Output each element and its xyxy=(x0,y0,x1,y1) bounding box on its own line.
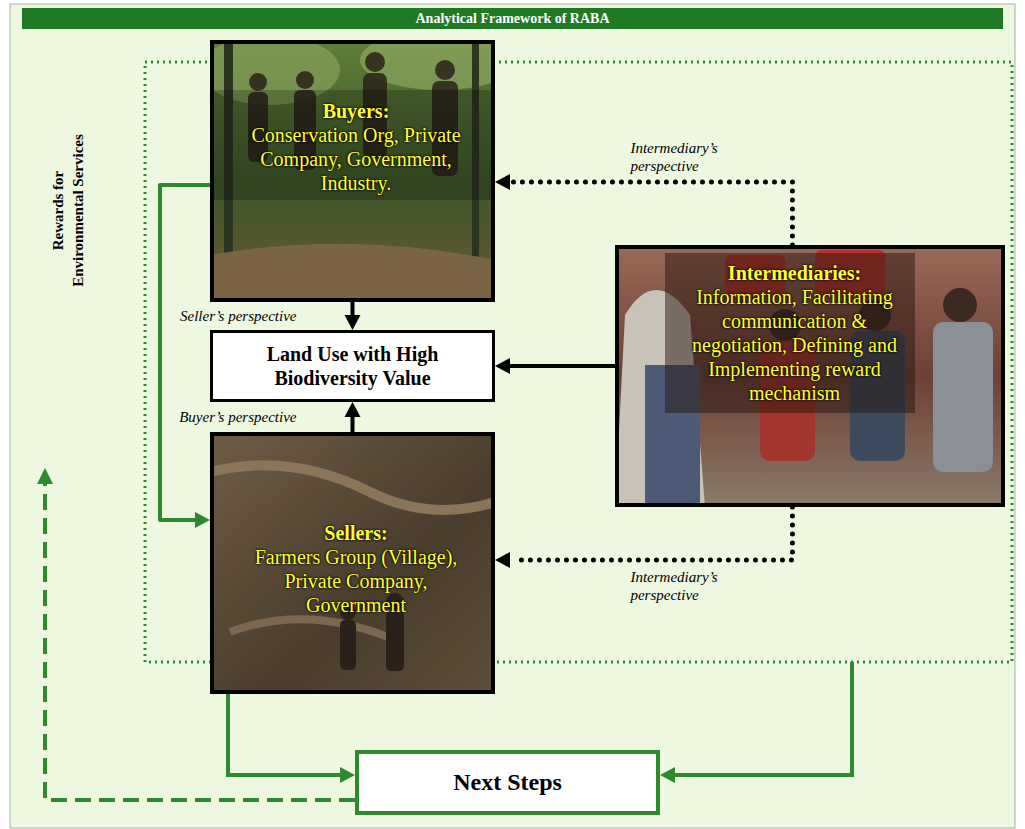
photo-shape xyxy=(249,73,267,91)
node-text: Next Steps xyxy=(367,768,648,797)
photo-shade xyxy=(665,253,915,413)
photo-shape xyxy=(943,288,977,322)
node-heading: Sellers: xyxy=(241,521,471,545)
room-ground xyxy=(615,245,1005,507)
dotted-arrow xyxy=(495,174,792,245)
node-body: Conservation Org, Private Company, Gover… xyxy=(231,123,481,195)
intermediaries-box: Intermediaries:Information, Facilitating… xyxy=(615,245,1005,507)
solid-arrow xyxy=(345,402,361,432)
node-heading: Buyers: xyxy=(231,99,481,123)
green-arrow xyxy=(160,185,210,528)
edge-label: Intermediary’s perspective xyxy=(630,568,740,604)
outer-panel xyxy=(10,4,1015,828)
node-body: Farmers Group (Village), Private Company… xyxy=(241,545,471,617)
village-ground xyxy=(210,432,495,694)
solid-arrow xyxy=(495,358,615,374)
photo-shape xyxy=(340,620,356,670)
arrowhead xyxy=(495,358,510,374)
edge-label: Seller’s perspective xyxy=(180,307,297,325)
green-arrowhead xyxy=(660,767,675,783)
node-content: Land Use with High Biodiversity Value xyxy=(221,342,484,390)
photo-shade xyxy=(210,90,495,200)
next-steps-box: Next Steps xyxy=(355,750,660,815)
node-content: Sellers:Farmers Group (Village), Private… xyxy=(241,521,471,617)
solid-arrow xyxy=(345,302,361,330)
forest-photo xyxy=(210,40,495,302)
buyers-box: Buyers:Conservation Org, Private Company… xyxy=(210,40,495,302)
arrowhead xyxy=(495,552,510,568)
photo-shape xyxy=(933,322,993,472)
connector-line xyxy=(507,364,615,368)
arrowhead xyxy=(195,512,210,528)
edge-label: Buyer’s perspective xyxy=(179,408,296,426)
photo-shape xyxy=(435,60,455,80)
edge-label: Intermediary’s perspective xyxy=(630,139,740,175)
connector-line xyxy=(513,507,792,560)
green-line xyxy=(672,662,852,775)
connector-line xyxy=(160,185,210,520)
node-content: Intermediaries:Information, Facilitating… xyxy=(677,261,912,405)
arrowhead xyxy=(345,315,361,330)
node-text: Land Use with High Biodiversity Value xyxy=(221,342,484,390)
dashed-arrowhead xyxy=(37,468,53,484)
title-bar: Analytical Framework of RABA xyxy=(22,8,1003,29)
node-content: Buyers:Conservation Org, Private Company… xyxy=(231,99,481,195)
sellers-box: Sellers:Farmers Group (Village), Private… xyxy=(210,432,495,694)
node-heading: Intermediaries: xyxy=(677,261,912,285)
green-arrowhead xyxy=(340,767,355,783)
side-label: Rewards for Environmental Services xyxy=(49,122,88,298)
forest-path xyxy=(210,244,495,302)
photo-shape xyxy=(296,71,314,89)
tree-root xyxy=(210,465,495,510)
photo-shape xyxy=(386,611,404,671)
node-content: Next Steps xyxy=(367,768,648,797)
photo-shape xyxy=(365,52,385,72)
arrowhead xyxy=(345,402,361,417)
process-box: Land Use with High Biodiversity Value xyxy=(210,330,495,402)
arrowhead xyxy=(495,174,510,190)
connector-line xyxy=(513,182,792,245)
dotted-arrow xyxy=(495,507,792,568)
node-body: Information, Facilitating communication … xyxy=(677,285,912,405)
tree-root xyxy=(230,619,400,642)
